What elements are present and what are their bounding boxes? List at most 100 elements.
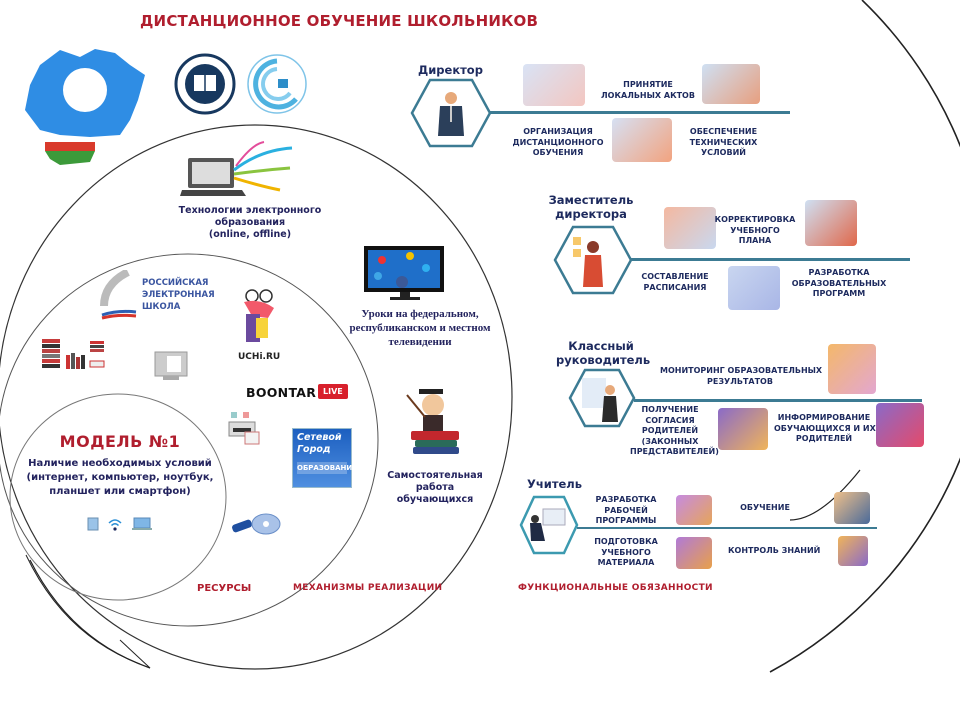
mechanism-tv-label: Уроки на федеральном, республиканском и … [330, 307, 510, 349]
uchi-mascot-icon [244, 289, 274, 342]
task-illustration-icon [718, 408, 768, 450]
setevoy-line: ОБРАЗОВАНИ [297, 462, 353, 474]
model-line: планшет или смартфон) [49, 486, 191, 497]
role-deputy-label: Заместитель директора [546, 193, 636, 221]
role-director-label: Директор [418, 63, 483, 77]
task-label: ПРИНЯТИЕ ЛОКАЛЬНЫХ АКТОВ [598, 80, 698, 101]
task-line: ИНФОРМИРОВАНИЕ [777, 413, 871, 422]
task-line: (ЗАКОННЫХ [641, 436, 699, 446]
mechanism-line: Самостоятельная [387, 470, 483, 481]
yakutia-map-icon [25, 49, 145, 165]
task-illustration-icon [702, 64, 760, 104]
mechanism-line: телевидении [388, 336, 452, 348]
task-line: ПОДГОТОВКА [594, 537, 658, 546]
laptop-network-icon [180, 140, 300, 200]
mechanism-line: обучающихся [396, 494, 474, 505]
role-line: руководитель [556, 353, 651, 367]
task-illustration-icon [676, 537, 712, 569]
role-teacher-label: Учитель [527, 477, 582, 491]
deputy-divider [630, 258, 910, 261]
task-line: ОРГАНИЗАЦИЯ [523, 127, 593, 136]
model-icons [87, 517, 153, 531]
task-line: ПРИНЯТИЕ [623, 80, 673, 89]
task-line: РОДИТЕЛЕЙ [641, 426, 699, 435]
task-line: ОБУЧАЮЩИХСЯ И ИХ [774, 423, 876, 433]
task-illustration-icon [728, 266, 780, 310]
setevoy-gorod-logo: Сетевой Город ОБРАЗОВАНИ [292, 428, 352, 488]
model-line: Наличие необходимых условий [28, 458, 212, 469]
role-class-teacher-label: Классный руководитель [556, 339, 651, 367]
mechanism-line: работа [415, 482, 455, 493]
task-line: ПРОГРАММ [812, 289, 866, 298]
task-illustration-icon [876, 403, 924, 447]
task-illustration-icon [828, 344, 876, 394]
mechanism-line: Уроки на федеральном, [361, 308, 479, 320]
task-illustration-icon [664, 207, 716, 249]
task-label: КОРРЕКТИРОВКА УЧЕБНОГО ПЛАНА [710, 215, 800, 247]
task-line: РАСПИСАНИЯ [643, 282, 707, 292]
task-line: УЧЕБНОГО [730, 225, 780, 235]
task-label: ОБУЧЕНИЕ [740, 503, 790, 512]
wifi-icon [108, 519, 122, 531]
task-label: ОБЕСПЕЧЕНИЕ ТЕХНИЧЕСКИХ УСЛОВИЙ [676, 127, 771, 159]
task-line: ОБУЧЕНИЯ [532, 148, 584, 157]
resources-label: РЕСУРСЫ [197, 583, 252, 594]
task-label: СОСТАВЛЕНИЕ РАСПИСАНИЯ [630, 272, 720, 293]
student-books-icon [405, 385, 465, 460]
resh-label: РОССИЙСКАЯ ЭЛЕКТРОННАЯ ШКОЛА [142, 277, 215, 313]
ministry-education-logo-icon [174, 53, 236, 115]
mechanisms-circle [0, 124, 513, 670]
task-illustration-icon [805, 200, 857, 246]
task-illustration-icon [834, 492, 870, 524]
task-line: КОРРЕКТИРОВКА [714, 215, 796, 224]
books-icon [42, 339, 105, 369]
usb-disc-icon [232, 513, 281, 535]
task-label: ИНФОРМИРОВАНИЕ ОБУЧАЮЩИХСЯ И ИХ РОДИТЕЛЕ… [774, 413, 876, 445]
institute-education-logo-icon [247, 54, 307, 114]
deputy-icon [553, 225, 633, 295]
uchi-label: UCHi.RU [238, 352, 281, 362]
model-line: (интернет, компьютер, ноутбук, [26, 472, 214, 483]
task-illustration-icon [523, 64, 585, 106]
task-label: РАЗРАБОТКА РАБОЧЕЙ ПРОГРАММЫ [590, 495, 662, 527]
resources-circle [0, 253, 379, 627]
task-illustration-icon [676, 495, 712, 525]
task-line: ЛОКАЛЬНЫХ АКТОВ [601, 90, 695, 100]
teacher-icon [519, 495, 579, 555]
setevoy-line: Город [297, 444, 331, 455]
task-label: ПОЛУЧЕНИЕ СОГЛАСИЯ РОДИТЕЛЕЙ (ЗАКОННЫХ П… [630, 405, 719, 458]
model-heading: МОДЕЛЬ №1 [59, 432, 181, 451]
task-label: ОРГАНИЗАЦИЯ ДИСТАНЦИОННОГО ОБУЧЕНИЯ [508, 127, 608, 159]
task-label: ПОДГОТОВКА УЧЕБНОГО МАТЕРИАЛА [590, 537, 662, 569]
task-line: РЕЗУЛЬТАТОВ [707, 376, 773, 386]
tv-social-icon [362, 242, 447, 302]
class-teacher-icon [568, 368, 636, 428]
model-circle [9, 393, 227, 601]
mechanism-e-learning-label: Технологии электронного образования (onl… [170, 205, 330, 241]
task-line: СОГЛАСИЯ [645, 415, 695, 425]
task-line: ОБЕСПЕЧЕНИЕ [689, 127, 758, 136]
task-illustration-icon [612, 118, 672, 162]
director-divider [490, 111, 790, 114]
task-line: РАЗРАБОТКА [595, 495, 657, 504]
task-line: УЧЕБНОГО [601, 547, 651, 557]
mechanism-line: образования [214, 217, 286, 228]
task-line: ПОЛУЧЕНИЕ [641, 405, 699, 414]
laptop-icon [132, 517, 152, 530]
director-icon [410, 78, 492, 148]
mechanisms-label: МЕХАНИЗМЫ РЕАЛИЗАЦИИ [293, 583, 443, 593]
mechanism-line: (online, offline) [208, 229, 292, 240]
boontar-label: BOONTAR [246, 385, 317, 400]
task-line: РОДИТЕЛЕЙ [795, 434, 853, 443]
task-label: МОНИТОРИНГ ОБРАЗОВАТЕЛЬНЫХ РЕЗУЛЬТАТОВ [660, 366, 823, 387]
monitor-icon [154, 351, 188, 380]
page-title: ДИСТАНЦИОННОЕ ОБУЧЕНИЕ ШКОЛЬНИКОВ [140, 12, 539, 30]
teacher-divider [577, 527, 877, 529]
task-line: ПРЕДСТАВИТЕЛЕЙ) [630, 447, 719, 456]
resh-logo-icon [100, 270, 137, 320]
duties-label: ФУНКЦИОНАЛЬНЫЕ ОБЯЗАННОСТИ [518, 583, 713, 593]
task-line: ПРОГРАММЫ [595, 516, 657, 525]
mechanism-self-study-label: Самостоятельная работа обучающихся [365, 470, 505, 506]
task-line: МОНИТОРИНГ ОБРАЗОВАТЕЛЬНЫХ [660, 366, 823, 375]
